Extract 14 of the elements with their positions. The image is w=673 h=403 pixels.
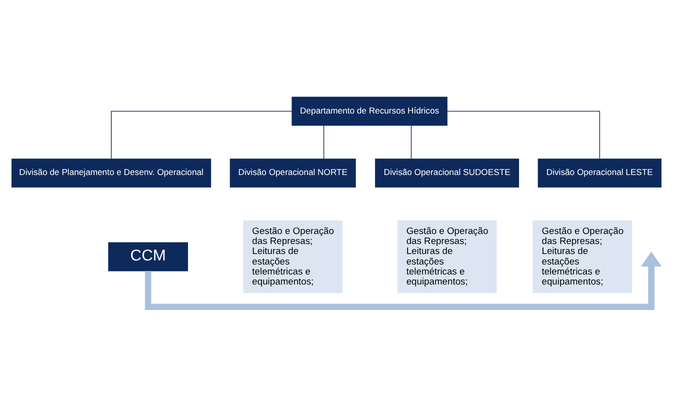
node-box: Divisão Operacional SUDOESTE (375, 158, 520, 188)
node-box: Divisão Operacional LESTE (538, 158, 662, 188)
node-box: Gestão e Operação das Represas; Leituras de estações telemétricas e equipamentos; (532, 220, 632, 293)
connector (410, 124, 412, 159)
connector (110, 110, 292, 159)
node-box: Divisão de Planejamento e Desenv. Operacional (12, 158, 212, 188)
node-box: Divisão Operacional NORTE (230, 158, 356, 188)
node-box: CCM (108, 242, 188, 271)
arrow (144, 251, 662, 310)
node-box: Gestão e Operação das Represas; Leituras de estações telemétricas e equipamentos; (397, 220, 497, 293)
node-box: Departamento de Recursos Hídricos (292, 96, 448, 126)
connector (323, 124, 324, 159)
node-box: Gestão e Operação das Represas; Leituras de estações telemétricas e equipamentos; (243, 220, 343, 293)
connector (446, 110, 600, 159)
